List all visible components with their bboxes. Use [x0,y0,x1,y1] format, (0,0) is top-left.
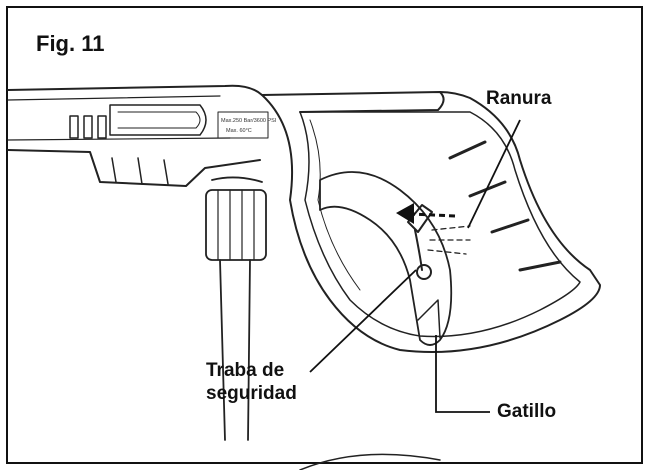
handle-inner-outline [299,111,581,338]
slot-guides [427,225,471,255]
figure-title: Fig. 11 [36,31,105,56]
leader-ranura [467,119,521,229]
leader-gatillo [435,335,490,413]
hose-coupling [205,176,267,261]
barrel-grip-slots [69,104,207,139]
label-safety-lock-line2: seguridad [206,382,297,404]
trigger [319,171,453,346]
leader-traba [309,269,417,373]
handle-grip-slots [448,140,562,272]
figure-frame [6,6,643,464]
embossed-text-2: Max. 60°C [226,128,252,134]
label-trigger: Gatillo [497,401,557,422]
embossed-text-1: Max.250 Bar/3600 PSI [221,118,277,124]
direction-arrow [396,203,456,224]
gun-barrel [7,84,445,113]
label-safety-lock-line1: Traba de [206,360,285,381]
safety-lock [407,204,433,280]
label-slot: Ranura [486,88,552,109]
barrel-ribs [111,157,169,185]
gun-handle [261,91,601,353]
label-safety-lock: Traba de seguridad [206,360,297,406]
gun-barrel-underside [7,149,261,187]
hose [219,259,251,441]
